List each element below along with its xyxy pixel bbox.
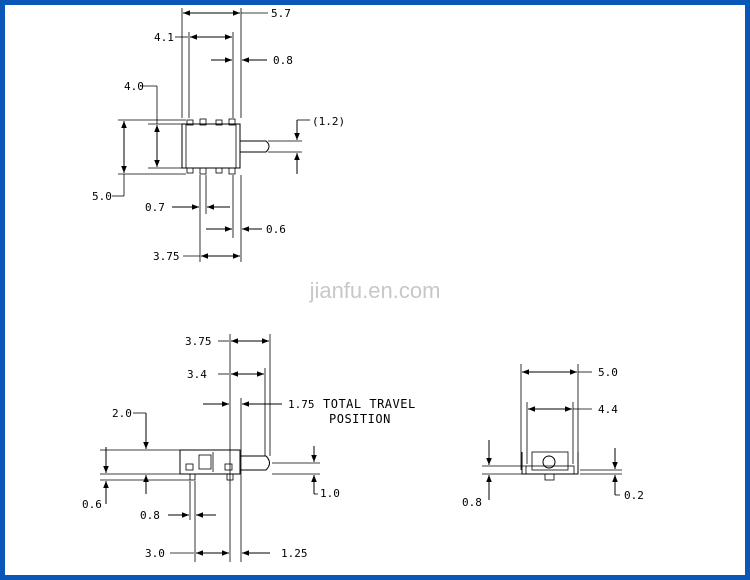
dim-top-4-1: 4.1 (154, 31, 174, 44)
dim-side-3-0: 3.0 (145, 547, 165, 560)
dim-side-1-0: 1.0 (320, 487, 340, 500)
dim-top-3-75: 3.75 (153, 250, 180, 263)
note-total-travel: TOTAL TRAVEL (323, 397, 416, 411)
dim-end-0-8: 0.8 (462, 496, 482, 509)
dim-side-0-6: 0.6 (82, 498, 102, 511)
note-position: POSITION (329, 412, 391, 426)
dim-side-3-75: 3.75 (185, 335, 212, 348)
dim-side-1-75: 1.75 (288, 398, 315, 411)
end-view: 5.0 4.4 0.8 0.2 (462, 364, 644, 509)
watermark: jianfu.en.com (309, 278, 441, 303)
dim-side-1-25: 1.25 (281, 547, 308, 560)
dim-top-0-7: 0.7 (145, 201, 165, 214)
dim-end-4-4: 4.4 (598, 403, 618, 416)
top-view: 5.7 4.1 0.8 4.0 5.0 (1.2) (92, 7, 345, 263)
dim-top-0-6: 0.6 (266, 223, 286, 236)
dim-top-4-0: 4.0 (124, 80, 144, 93)
side-actuator (240, 455, 270, 471)
dim-top-0-8: 0.8 (273, 54, 293, 67)
dim-side-0-8: 0.8 (140, 509, 160, 522)
dim-end-0-2: 0.2 (624, 489, 644, 502)
dim-side-2-0: 2.0 (112, 407, 132, 420)
top-body-outline (181, 123, 241, 169)
dim-end-5-0: 5.0 (598, 366, 618, 379)
dim-side-3-4: 3.4 (187, 368, 207, 381)
end-actuator (542, 455, 556, 469)
side-body-outline (179, 449, 241, 475)
end-body-outline (521, 452, 579, 475)
side-view: 3.75 3.4 1.75 TOTAL TRAVEL POSITION 2.0 … (82, 334, 416, 562)
dim-top-1-2: (1.2) (312, 115, 345, 128)
dim-top-5-7: 5.7 (271, 7, 291, 20)
top-actuator (240, 140, 270, 153)
dim-top-5-0: 5.0 (92, 190, 112, 203)
